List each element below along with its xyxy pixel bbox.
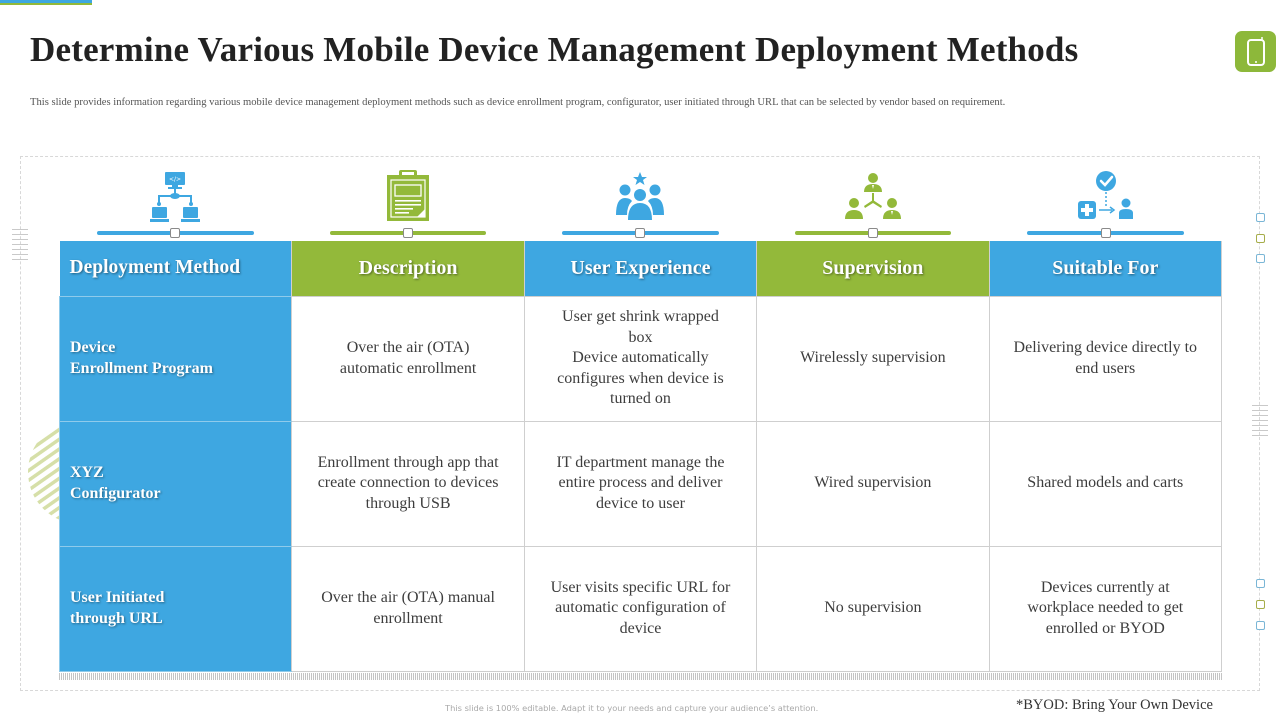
column-slider-knob[interactable]	[635, 228, 646, 238]
svg-text:</>: </>	[169, 176, 181, 183]
header-supervision: Supervision	[756, 241, 990, 296]
column-slider-knob[interactable]	[868, 228, 879, 238]
cell-supervision: Wired supervision	[756, 420, 990, 547]
clipboard-document-icon	[386, 170, 429, 221]
cell-description: Over the air (OTA) manual enrollment	[291, 545, 525, 672]
row-method: XYZ Configurator	[58, 420, 293, 547]
column-icons-row: </>	[59, 165, 1222, 241]
table-header-row: Deployment Method Description User Exper…	[59, 241, 1223, 296]
header-user-experience: User Experience	[524, 241, 758, 296]
table-row: XYZ Configurator Enrollment through app …	[58, 420, 1223, 547]
table-bottom-ruler	[59, 673, 1222, 680]
team-supervision-icon	[845, 173, 902, 219]
column-slider-knob[interactable]	[1100, 228, 1111, 238]
cell-suitable-for: Devices currently at workplace needed to…	[988, 545, 1223, 672]
left-resize-handle[interactable]	[12, 229, 28, 264]
network-hierarchy-icon: </>	[150, 172, 201, 222]
icon-col-user-experience	[524, 165, 757, 241]
cell-suitable-for: Delivering device directly to end users	[988, 295, 1223, 422]
cell-suitable-for: Shared models and carts	[988, 420, 1223, 547]
cell-user-experience: IT department manage the entire process …	[523, 420, 758, 547]
cell-user-experience: User visits specific URL for automatic c…	[523, 545, 758, 672]
mobile-phone-badge	[1235, 31, 1276, 72]
cell-description: Enrollment through app that create conne…	[291, 420, 525, 547]
table-row: Device Enrollment Program Over the air (…	[58, 295, 1223, 422]
side-square-blue	[1256, 579, 1265, 588]
icon-col-deployment: </>	[59, 165, 292, 241]
cell-supervision: Wirelessly supervision	[756, 295, 990, 422]
right-resize-handle[interactable]	[1252, 405, 1268, 440]
checkmark-add-user-icon	[1077, 171, 1133, 219]
column-slider-knob[interactable]	[402, 228, 413, 238]
cell-user-experience: User get shrink wrapped box Device autom…	[523, 295, 758, 422]
side-square-blue	[1256, 254, 1265, 263]
deployment-methods-table: Deployment Method Description User Exper…	[58, 241, 1223, 672]
row-method: User Initiated through URL	[58, 545, 293, 672]
page-subtitle: This slide provides information regardin…	[30, 97, 1006, 108]
side-square-green	[1256, 234, 1265, 243]
page-title: Determine Various Mobile Device Manageme…	[30, 30, 1079, 69]
user-group-star-icon	[616, 172, 665, 220]
cell-supervision: No supervision	[756, 545, 990, 672]
cell-description: Over the air (OTA) automatic enrollment	[291, 295, 525, 422]
mobile-phone-icon	[1246, 36, 1265, 66]
side-square-blue	[1256, 213, 1265, 222]
editable-footer-note: This slide is 100% editable. Adapt it to…	[445, 703, 819, 713]
top-accent-bar	[0, 0, 92, 5]
side-square-blue	[1256, 621, 1265, 630]
side-square-green	[1256, 600, 1265, 609]
table-row: User Initiated through URL Over the air …	[58, 545, 1223, 672]
content-frame	[20, 156, 1260, 691]
icon-col-description	[292, 165, 525, 241]
icon-col-suitable-for	[989, 165, 1222, 241]
row-method: Device Enrollment Program	[58, 295, 293, 422]
header-description: Description	[291, 241, 525, 296]
header-deployment-method: Deployment Method	[59, 241, 293, 296]
icon-col-supervision	[757, 165, 990, 241]
byod-footnote: *BYOD: Bring Your Own Device	[1016, 697, 1213, 713]
header-suitable-for: Suitable For	[989, 241, 1223, 296]
column-slider-knob[interactable]	[170, 228, 181, 238]
